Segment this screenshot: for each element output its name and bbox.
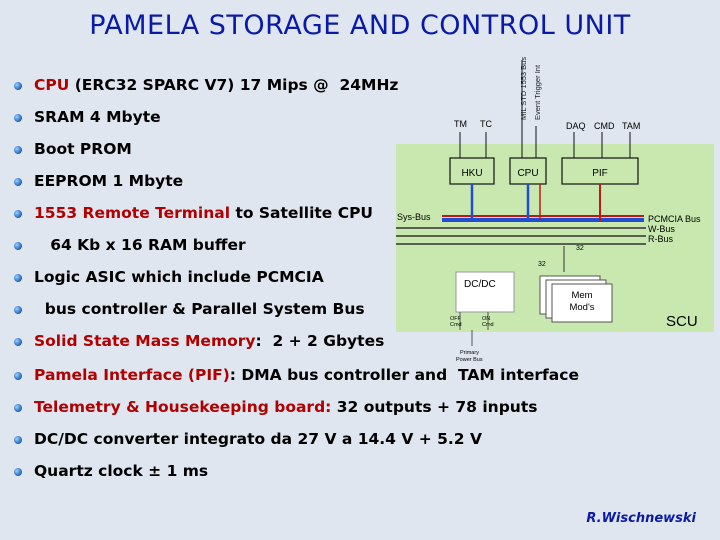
tam-label: TAM (622, 121, 640, 131)
bullet-dot-icon (14, 436, 22, 444)
bullet-text: DC/DC converter integrato da 27 V a 14.4… (34, 430, 482, 448)
block-connectors (470, 184, 601, 222)
bullet-text-part: Logic ASIC which include PCMCIA (34, 268, 324, 286)
bullet-text: CPU (ERC32 SPARC V7) 17 Mips @ 24MHz (34, 76, 398, 94)
event-trigger-label: Event Trigger Int (533, 64, 542, 120)
mil-std-label: MIL STD 1553 Bus (519, 57, 528, 120)
bullet-text-part: Solid State Mass Memory (34, 332, 256, 350)
bullet-text-part: : 2 + 2 Gbytes (255, 332, 385, 350)
r-bus-label: R-Bus (648, 234, 674, 244)
bullet-dot-icon (14, 242, 22, 250)
off-cmd-label: OFF (450, 316, 462, 322)
bullet-text-part: DC/DC converter integrato da 27 V a 14.4… (34, 430, 482, 448)
bullet-text-part: CPU (34, 76, 70, 94)
bullet-text-part: Quartz clock ± 1 ms (34, 462, 209, 480)
cpu-block (509, 157, 547, 185)
daq-label: DAQ (566, 121, 586, 131)
bullet-text: SRAM 4 Mbyte (34, 108, 161, 126)
bullet-text: 64 Kb x 16 RAM buffer (34, 236, 246, 254)
cmd-label: CMD (594, 121, 615, 131)
width-32-label-b: 32 (538, 261, 546, 268)
bullet-dot-icon (14, 338, 22, 346)
off-cmd-label-2: Cmd (450, 322, 462, 328)
scu-label: SCU (666, 313, 698, 330)
pif-block (561, 157, 639, 185)
primary-power-label: Primary (460, 350, 479, 356)
mem-mods-label-2: Mod's (569, 302, 594, 313)
mem-mods-label-1: Mem (571, 290, 592, 301)
scu-block-diagram: MIL STD 1553 Bus Event Trigger Int TM TC… (396, 57, 714, 363)
bullet-text-part: bus controller & Parallel System Bus (34, 300, 365, 318)
pcmcia-bus-lines (396, 227, 646, 245)
bullet-text: Boot PROM (34, 140, 132, 158)
width-32-label-a: 32 (576, 245, 584, 252)
slide-title: PAMELA STORAGE AND CONTROL UNIT (89, 10, 631, 41)
pcmcia-bus-label: PCMCIA Bus (648, 214, 701, 224)
bullet-text-part: to Satellite CPU (230, 204, 374, 222)
bullet-text: bus controller & Parallel System Bus (34, 300, 365, 318)
cpu-label: CPU (517, 168, 538, 179)
bullet-dot-icon (14, 468, 22, 476)
bullet-dot-icon (14, 372, 22, 380)
bullet-dot-icon (14, 404, 22, 412)
bullet-text: Pamela Interface (PIF): DMA bus controll… (34, 366, 579, 384)
bullet-text: Telemetry & Housekeeping board: 32 outpu… (34, 398, 537, 416)
hku-block (449, 157, 495, 185)
bullet-text-part: SRAM 4 Mbyte (34, 108, 161, 126)
bullet-text-part: EEPROM 1 Mbyte (34, 172, 184, 190)
bullet-text-part: 1553 Remote Terminal (34, 204, 231, 222)
bullet-dot-icon (14, 146, 22, 154)
bullet-text-part: 32 outputs + 78 inputs (331, 398, 538, 416)
bullet-text-part: (ERC32 SPARC V7) 17 Mips @ 24MHz (69, 76, 399, 94)
memory-modules (539, 275, 613, 323)
primary-power-label-2: Power Bus (456, 357, 483, 363)
w-bus-label: W-Bus (648, 224, 675, 234)
bullet-text: Quartz clock ± 1 ms (34, 462, 208, 480)
bullet-text-part: : DMA bus controller and TAM interface (229, 366, 579, 384)
dcdc-label: DC/DC (464, 279, 496, 290)
bullet-dot-icon (14, 274, 22, 282)
input-arrows (459, 60, 631, 158)
dcdc-block (455, 271, 515, 313)
bullet-text-part: Telemetry & Housekeeping board: (34, 398, 332, 416)
bullet-dot-icon (14, 178, 22, 186)
bullet-text: Solid State Mass Memory: 2 + 2 Gbytes (34, 332, 384, 350)
tm-label: TM (454, 119, 467, 129)
bullet-text-part: 64 Kb x 16 RAM buffer (34, 236, 246, 254)
bullet-text: 1553 Remote Terminal to Satellite CPU (34, 204, 373, 222)
sys-bus-label: Sys-Bus (397, 212, 431, 222)
bullet-dot-icon (14, 210, 22, 218)
on-cmd-label: ON (482, 316, 490, 322)
pif-label: PIF (592, 168, 608, 179)
bullet-text: Logic ASIC which include PCMCIA (34, 268, 324, 286)
author-credit: R.Wischnewski (586, 511, 696, 526)
bullet-text-part: Boot PROM (34, 140, 132, 158)
bullet-dot-icon (14, 306, 22, 314)
tc-label: TC (480, 119, 492, 129)
bullet-dot-icon (14, 114, 22, 122)
bullet-text-part: Pamela Interface (PIF) (34, 366, 230, 384)
bullet-dot-icon (14, 82, 22, 90)
bullet-text: EEPROM 1 Mbyte (34, 172, 183, 190)
hku-label: HKU (461, 168, 482, 179)
